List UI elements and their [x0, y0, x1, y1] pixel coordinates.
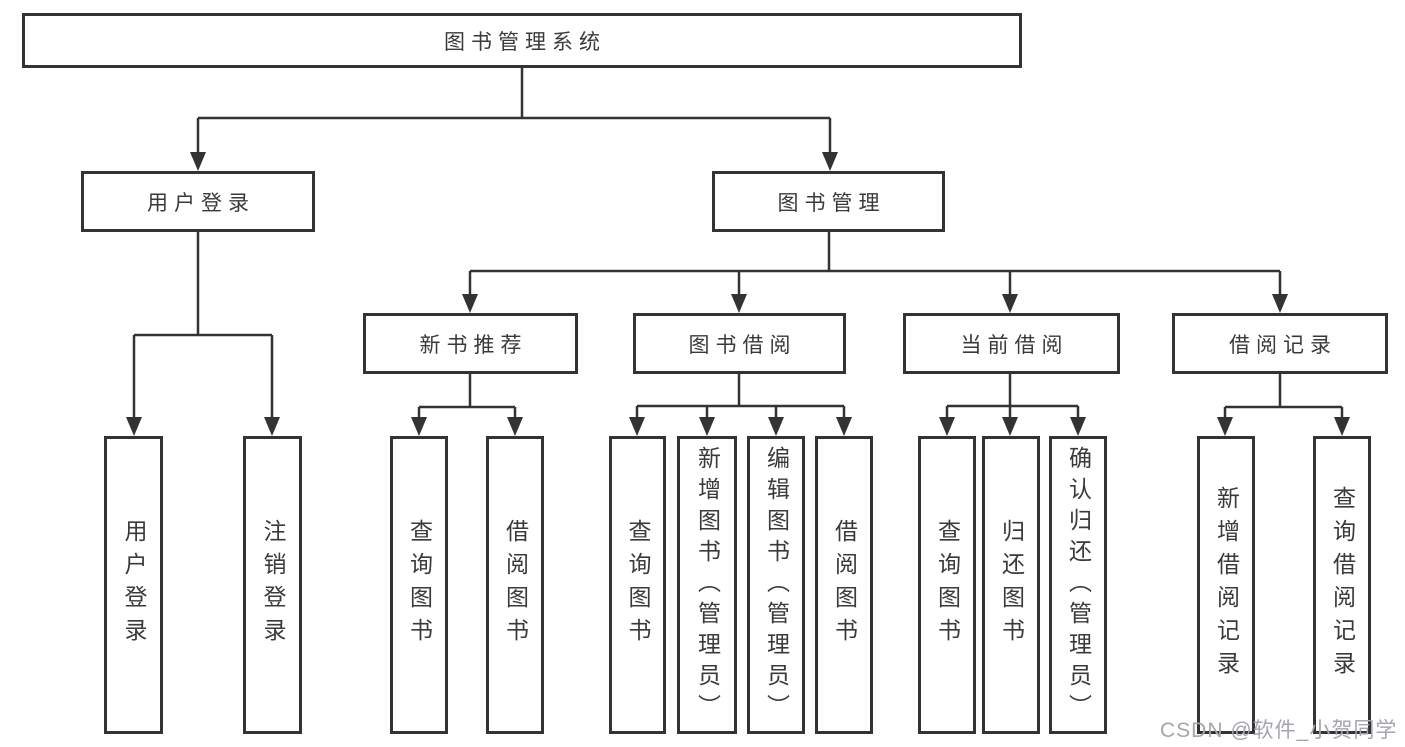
- leaf-return-books: 归还图书: [982, 436, 1040, 734]
- leaf-borrow-books-1: 借阅图书: [486, 436, 544, 734]
- node-user-login-label: 用户登录: [147, 191, 255, 215]
- node-book-management: 图书管理: [712, 171, 945, 232]
- leaf-label: 注销登录: [260, 519, 286, 651]
- leaf-logout: 注销登录: [243, 436, 302, 734]
- leaf-query-borrow-record: 查询借阅记录: [1313, 436, 1371, 734]
- leaf-label: 编辑图书（管理员）: [763, 445, 790, 725]
- leaf-label: 借阅图书: [502, 519, 529, 651]
- leaf-label: 借阅图书: [831, 519, 858, 651]
- leaf-label: 归还图书: [998, 519, 1025, 651]
- node-root-label: 图书管理系统: [444, 30, 606, 54]
- leaf-edit-books-admin: 编辑图书（管理员）: [747, 436, 805, 734]
- csdn-watermark: CSDN @软件_小贺同学: [1160, 719, 1398, 742]
- leaf-label: 查询借阅记录: [1329, 486, 1356, 684]
- node-borrowing-records: 借阅记录: [1172, 313, 1388, 374]
- leaf-label: 新增借阅记录: [1213, 486, 1240, 684]
- node-root: 图书管理系统: [22, 13, 1022, 68]
- node-user-login: 用户登录: [81, 171, 315, 232]
- node-book-borrowing-label: 图书借阅: [688, 333, 797, 357]
- leaf-label: 查询图书: [934, 519, 961, 651]
- leaf-query-books-3: 查询图书: [918, 436, 976, 734]
- leaf-label: 查询图书: [406, 519, 433, 651]
- leaf-label: 新增图书（管理员）: [694, 445, 721, 725]
- node-borrowing-records-label: 借阅记录: [1229, 333, 1337, 357]
- leaf-borrow-books-2: 借阅图书: [815, 436, 873, 734]
- node-current-borrowing: 当前借阅: [903, 313, 1120, 374]
- leaf-label: 用户登录: [121, 519, 147, 651]
- leaf-query-books-1: 查询图书: [390, 436, 448, 734]
- leaf-confirm-return-admin: 确认归还（管理员）: [1049, 436, 1107, 734]
- node-new-book-recommend-label: 新书推荐: [419, 333, 528, 357]
- leaf-user-login: 用户登录: [104, 436, 163, 734]
- node-current-borrowing-label: 当前借阅: [960, 333, 1069, 357]
- node-new-book-recommend: 新书推荐: [363, 313, 578, 374]
- leaf-label: 查询图书: [625, 519, 651, 651]
- leaf-add-borrow-record: 新增借阅记录: [1197, 436, 1255, 734]
- node-book-management-label: 图书管理: [777, 191, 886, 215]
- leaf-label: 确认归还（管理员）: [1065, 445, 1092, 725]
- leaf-query-books-2: 查询图书: [609, 436, 666, 734]
- leaf-add-books-admin: 新增图书（管理员）: [677, 436, 737, 734]
- node-book-borrowing: 图书借阅: [633, 313, 846, 374]
